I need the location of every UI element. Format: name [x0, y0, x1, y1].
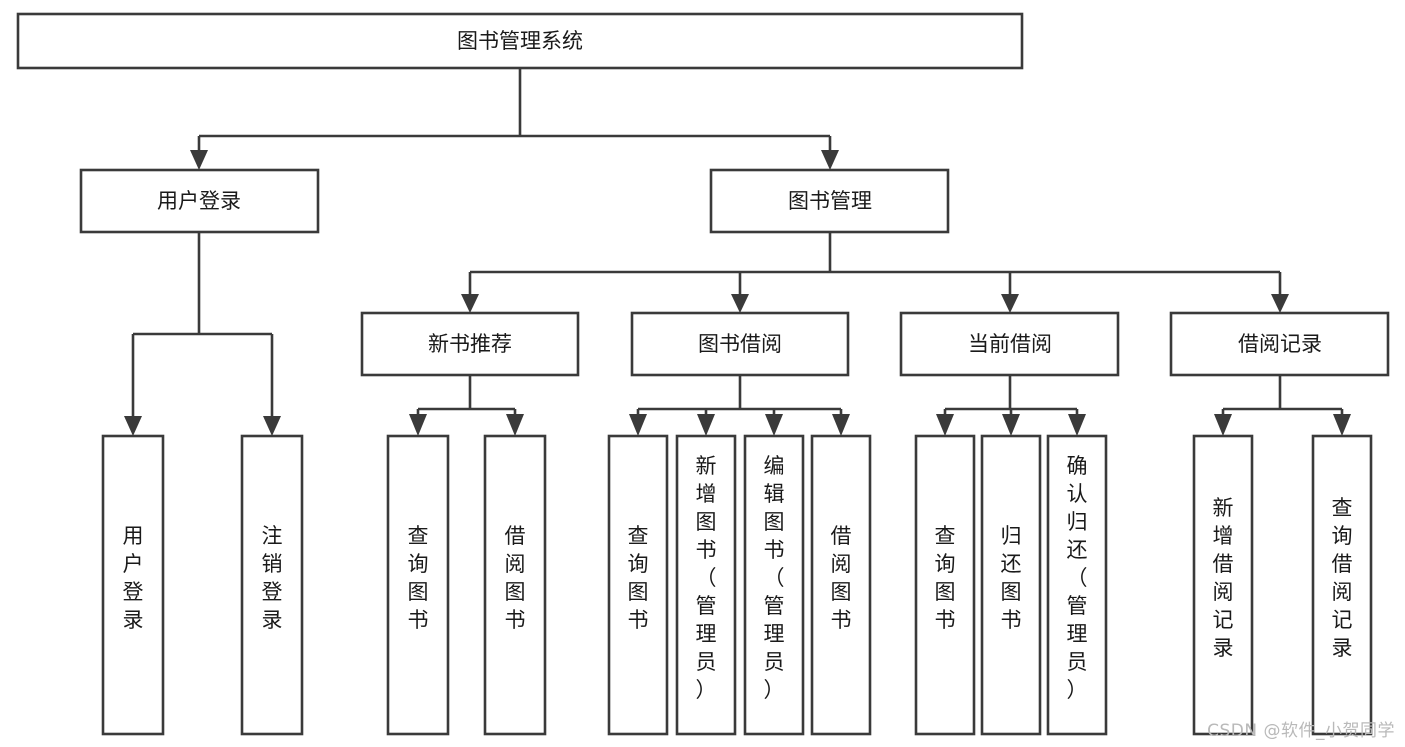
arrow-head-leaf-return-book	[1002, 414, 1020, 436]
node-current-borrow-box[interactable]	[899, 311, 1120, 377]
node-root-box[interactable]	[16, 12, 1024, 70]
node-leaf-logout-login-label: 注销登录	[262, 524, 283, 632]
arrow-head-leaf-borrow-book-2	[832, 414, 850, 436]
arrow-head-book-borrow	[731, 294, 749, 313]
node-leaf-return-book-label: 归还图书	[1001, 524, 1022, 632]
node-leaf-logout-login[interactable]: 注销登录	[240, 434, 304, 736]
node-borrow-record-box[interactable]	[1169, 311, 1390, 377]
node-book-borrow-label: 图书借阅	[698, 332, 782, 356]
node-leaf-edit-book-box[interactable]	[743, 434, 805, 736]
arrow-head-leaf-edit-book	[765, 414, 783, 436]
arrow-head-leaf-add-record	[1214, 414, 1232, 436]
node-leaf-query-book-1-label: 查询图书	[408, 524, 429, 632]
arrow-head-leaf-logout-login	[263, 416, 281, 436]
node-leaf-user-login[interactable]: 用户登录	[101, 434, 165, 736]
node-borrow-record-label: 借阅记录	[1238, 332, 1322, 356]
node-user-login[interactable]: 用户登录	[79, 168, 320, 234]
arrow-head-book-management	[821, 150, 839, 170]
node-new-book-recommend-box[interactable]	[360, 311, 580, 377]
node-leaf-logout-login-box[interactable]	[240, 434, 304, 736]
node-book-borrow-box[interactable]	[630, 311, 850, 377]
node-leaf-query-record[interactable]: 查询借阅记录	[1311, 434, 1373, 736]
node-root[interactable]: 图书管理系统	[16, 12, 1024, 70]
csdn-watermark: CSDN @软件_小贺同学	[1207, 721, 1395, 741]
node-leaf-add-record[interactable]: 新增借阅记录	[1192, 434, 1254, 736]
node-leaf-query-record-label: 查询借阅记录	[1332, 496, 1353, 660]
node-book-management[interactable]: 图书管理	[709, 168, 950, 234]
arrow-head-leaf-borrow-book-1	[506, 414, 524, 436]
node-new-book-recommend-label: 新书推荐	[428, 332, 512, 356]
arrow-head-leaf-query-book-2	[629, 414, 647, 436]
node-leaf-query-book-1-box[interactable]	[386, 434, 450, 736]
node-user-login-label: 用户登录	[157, 189, 241, 213]
node-leaf-add-record-label: 新增借阅记录	[1213, 496, 1234, 660]
node-book-management-box[interactable]	[709, 168, 950, 234]
arrow-head-new-book-recommend	[461, 294, 479, 313]
node-current-borrow-label: 当前借阅	[968, 332, 1052, 356]
node-leaf-borrow-book-2[interactable]: 借阅图书	[810, 434, 872, 736]
node-leaf-user-login-label: 用户登录	[123, 524, 144, 632]
arrow-head-leaf-user-login	[124, 416, 142, 436]
node-leaf-borrow-book-1[interactable]: 借阅图书	[483, 434, 547, 736]
node-leaf-query-book-1[interactable]: 查询图书	[386, 434, 450, 736]
node-book-management-label: 图书管理	[788, 189, 872, 213]
node-leaf-query-book-3[interactable]: 查询图书	[914, 434, 976, 736]
arrow-head-user-login	[190, 150, 208, 170]
node-leaf-borrow-book-1-box[interactable]	[483, 434, 547, 736]
node-borrow-record[interactable]: 借阅记录	[1169, 311, 1390, 377]
node-leaf-query-book-2-label: 查询图书	[628, 524, 649, 632]
arrow-head-current-borrow	[1001, 294, 1019, 313]
node-leaf-query-book-2-box[interactable]	[607, 434, 669, 736]
node-leaf-return-book-box[interactable]	[980, 434, 1042, 736]
arrow-head-leaf-query-record	[1333, 414, 1351, 436]
node-leaf-add-book-box[interactable]	[675, 434, 737, 736]
node-book-borrow[interactable]: 图书借阅	[630, 311, 850, 377]
arrow-head-leaf-add-book	[697, 414, 715, 436]
connector-group	[124, 68, 1351, 436]
node-leaf-add-book[interactable]: 新增图书（管理员）	[675, 434, 737, 736]
node-leaf-borrow-book-2-box[interactable]	[810, 434, 872, 736]
arrow-head-borrow-record	[1271, 294, 1289, 313]
node-leaf-confirm-return[interactable]: 确认归还（管理员）	[1046, 434, 1108, 736]
node-root-label: 图书管理系统	[457, 29, 583, 53]
node-user-login-box[interactable]	[79, 168, 320, 234]
node-leaf-query-record-box[interactable]	[1311, 434, 1373, 736]
node-leaf-user-login-box[interactable]	[101, 434, 165, 736]
node-leaf-return-book[interactable]: 归还图书	[980, 434, 1042, 736]
node-leaf-borrow-book-1-label: 借阅图书	[505, 524, 526, 632]
node-leaf-confirm-return-label: 确认归还（管理员）	[1067, 454, 1088, 702]
node-leaf-query-book-2[interactable]: 查询图书	[607, 434, 669, 736]
node-leaf-edit-book[interactable]: 编辑图书（管理员）	[743, 434, 805, 736]
node-leaf-add-book-label: 新增图书（管理员）	[696, 454, 717, 702]
arrow-head-leaf-query-book-1	[409, 414, 427, 436]
node-leaf-add-record-box[interactable]	[1192, 434, 1254, 736]
node-leaf-confirm-return-box[interactable]	[1046, 434, 1108, 736]
node-leaf-borrow-book-2-label: 借阅图书	[831, 524, 852, 632]
node-leaf-query-book-3-box[interactable]	[914, 434, 976, 736]
node-leaf-query-book-3-label: 查询图书	[935, 524, 956, 632]
arrow-head-leaf-confirm-return	[1068, 414, 1086, 436]
node-current-borrow[interactable]: 当前借阅	[899, 311, 1120, 377]
arrow-head-leaf-query-book-3	[936, 414, 954, 436]
node-leaf-edit-book-label: 编辑图书（管理员）	[764, 454, 785, 702]
node-new-book-recommend[interactable]: 新书推荐	[360, 311, 580, 377]
